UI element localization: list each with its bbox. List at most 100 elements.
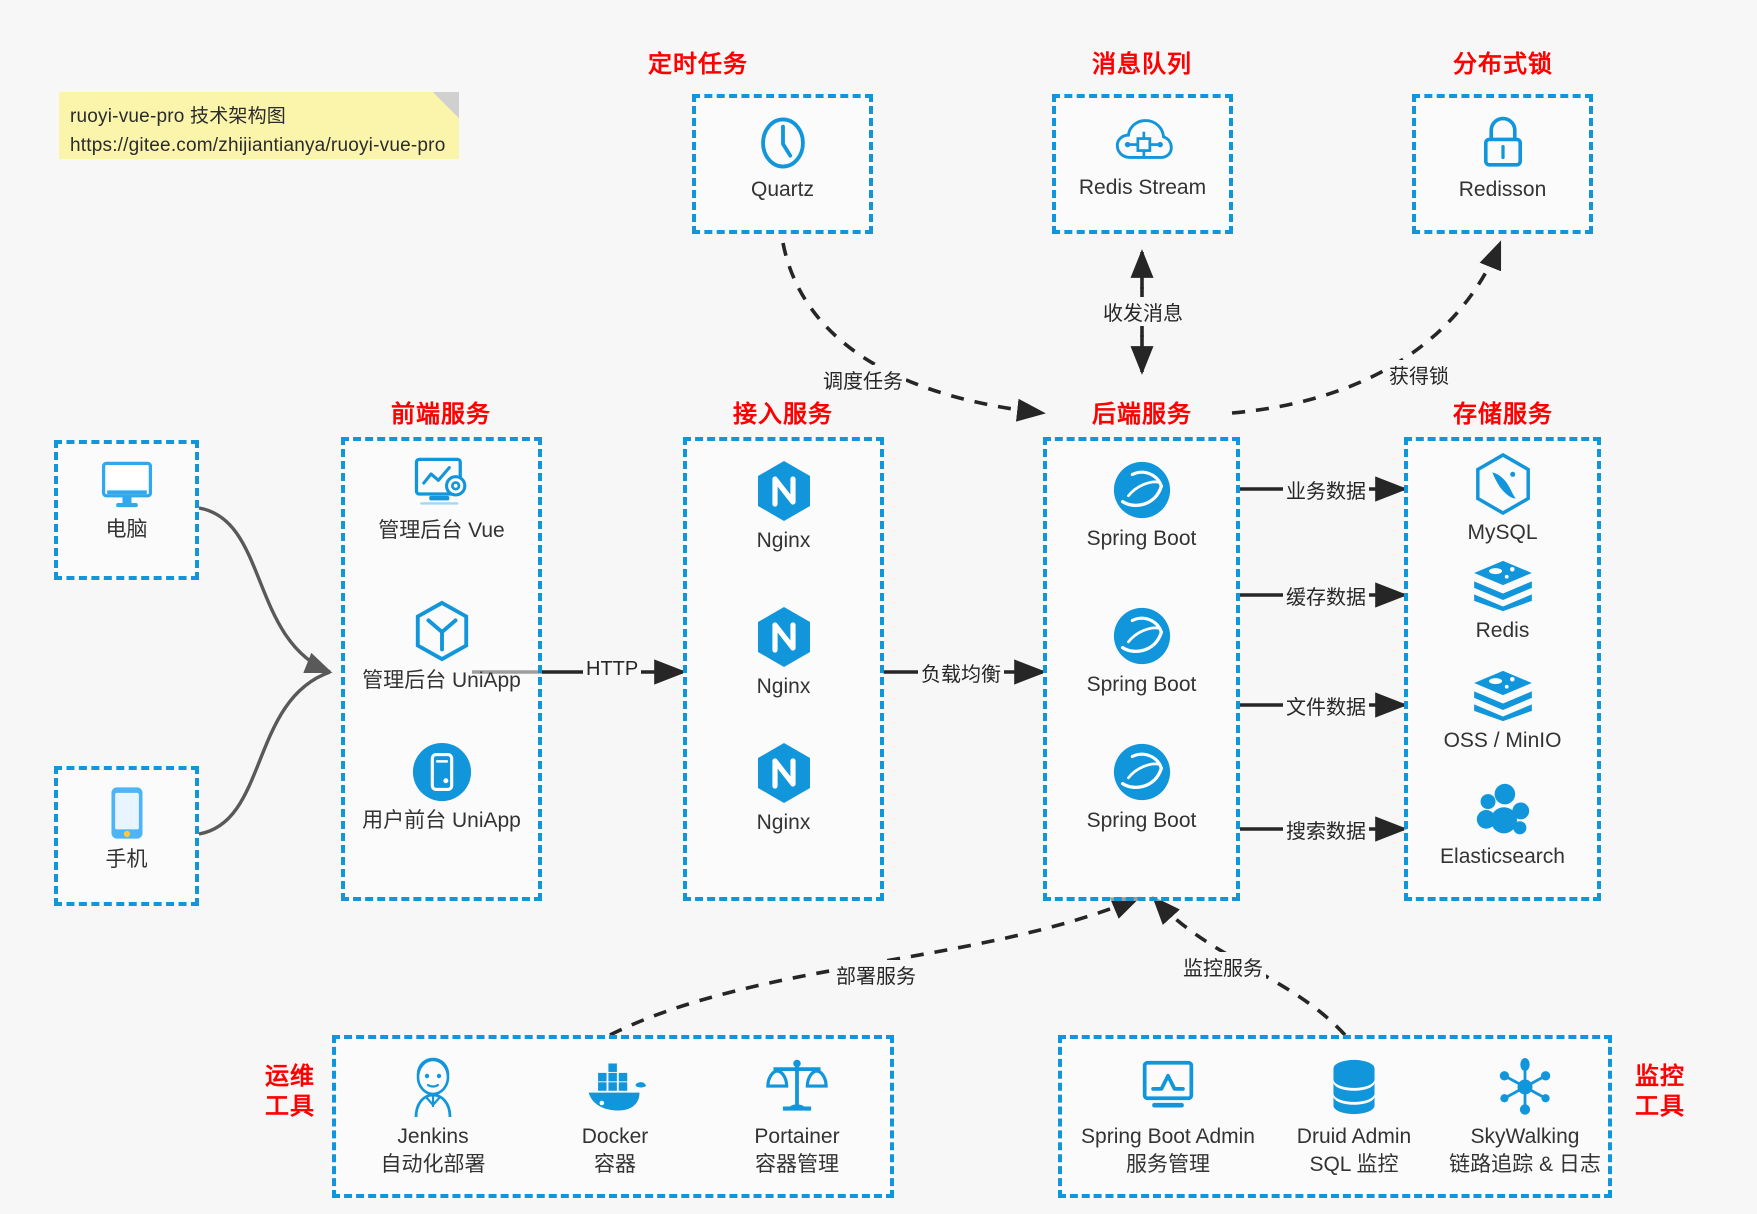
group-box-client-mobile: 手机 [54, 766, 199, 906]
database-icon [1266, 1055, 1442, 1119]
node-druid-admin[interactable]: Druid Admin SQL 监控 [1266, 1055, 1442, 1180]
hexagon-cube-icon [345, 599, 538, 663]
edge-label-http: HTTP [583, 658, 642, 681]
edge-label-monitor-service: 监控服务 [1180, 952, 1266, 981]
node-label: Druid Admin [1296, 1125, 1412, 1148]
edge-backend-to-storage-group [1240, 476, 1408, 842]
node-jenkins[interactable]: Jenkins 自动化部署 [348, 1055, 518, 1180]
group-title-devops-line2: 工具 [265, 1093, 315, 1120]
node-label: 用户前台 UniApp [362, 809, 521, 832]
node-sublabel: 容器管理 [755, 1153, 839, 1177]
node-sublabel: SQL 监控 [1309, 1153, 1399, 1177]
node-admin-vue[interactable]: 管理后台 Vue [345, 455, 538, 545]
node-quartz[interactable]: Quartz [696, 114, 869, 204]
node-redis[interactable]: Redis [1408, 559, 1597, 645]
group-title-lock: 分布式锁 [1453, 51, 1553, 78]
node-label: Nginx [756, 675, 811, 698]
jenkins-icon [348, 1055, 518, 1119]
group-box-frontend: 管理后台 Vue 管理后台 UniApp 用户前台 U [341, 437, 542, 901]
node-mysql[interactable]: MySQL [1408, 453, 1597, 547]
dashboard-gear-icon [345, 455, 538, 513]
node-label: Quartz [750, 178, 815, 201]
node-label: Elasticsearch [1440, 845, 1565, 868]
edge-label-cache-data: 缓存数据 [1283, 581, 1369, 610]
group-title-gateway: 接入服务 [733, 401, 833, 428]
node-spring-boot-2[interactable]: Spring Boot [1047, 605, 1236, 699]
node-desktop[interactable]: 电脑 [58, 458, 195, 544]
group-box-devops: Jenkins 自动化部署 Docker 容器 [332, 1035, 894, 1198]
node-skywalking[interactable]: SkyWalking 链路追踪 & 日志 [1436, 1055, 1614, 1180]
node-redisson[interactable]: Redisson [1416, 114, 1589, 204]
node-sublabel: 自动化部署 [380, 1153, 486, 1177]
group-box-gateway: Nginx Nginx Nginx [683, 437, 884, 901]
redis-icon [1408, 669, 1597, 723]
node-label: 电脑 [105, 518, 148, 541]
monitor-chart-icon [1068, 1055, 1268, 1119]
nginx-icon [687, 459, 880, 523]
mysql-icon [1408, 453, 1597, 515]
node-docker[interactable]: Docker 容器 [530, 1055, 700, 1180]
lock-icon [1416, 114, 1589, 172]
group-title-storage: 存储服务 [1453, 401, 1553, 428]
docker-icon [530, 1055, 700, 1119]
note-text: ruoyi-vue-pro 技术架构图 https://gitee.com/zh… [70, 102, 451, 161]
node-label: Redis Stream [1078, 176, 1207, 199]
node-label: Redisson [1458, 178, 1547, 201]
group-box-scheduler: Quartz [692, 94, 873, 234]
group-box-client-pc: 电脑 [54, 440, 199, 580]
node-oss-minio[interactable]: OSS / MinIO [1408, 669, 1597, 755]
node-nginx-1[interactable]: Nginx [687, 459, 880, 555]
note-fold-corner [433, 92, 459, 118]
clock-icon [696, 114, 869, 172]
group-title-backend: 后端服务 [1092, 401, 1192, 428]
node-label: Docker [581, 1125, 649, 1148]
note-line-2: https://gitee.com/zhijiantianya/ruoyi-vu… [70, 135, 446, 157]
node-portainer[interactable]: Portainer 容器管理 [712, 1055, 882, 1180]
edge-backend-to-lock [1231, 240, 1502, 415]
node-spring-boot-3[interactable]: Spring Boot [1047, 741, 1236, 835]
edge-label-search-data: 搜索数据 [1283, 815, 1369, 844]
nginx-icon [687, 605, 880, 669]
scales-icon [712, 1055, 882, 1119]
node-label: OSS / MinIO [1443, 729, 1562, 752]
group-title-scheduler: 定时任务 [648, 51, 748, 78]
edge-label-deploy-service: 部署服务 [833, 960, 919, 989]
group-title-monitor: 监控 工具 [1625, 1062, 1695, 1122]
node-nginx-2[interactable]: Nginx [687, 605, 880, 701]
node-mobile[interactable]: 手机 [58, 784, 195, 874]
edge-label-business-data: 业务数据 [1283, 475, 1369, 504]
node-label: Nginx [756, 811, 811, 834]
group-box-lock: Redisson [1412, 94, 1593, 234]
node-user-uniapp[interactable]: 用户前台 UniApp [345, 741, 538, 835]
edge-label-schedule-task: 调度任务 [820, 365, 906, 394]
node-label: 管理后台 UniApp [362, 669, 521, 692]
node-elasticsearch[interactable]: Elasticsearch [1408, 781, 1597, 871]
group-title-devops-line1: 运维 [265, 1063, 315, 1090]
node-sublabel: 链路追踪 & 日志 [1449, 1153, 1601, 1177]
node-nginx-3[interactable]: Nginx [687, 741, 880, 837]
node-admin-uniapp[interactable]: 管理后台 UniApp [345, 599, 538, 695]
node-sublabel: 容器 [594, 1153, 636, 1177]
elasticsearch-icon [1408, 781, 1597, 839]
mobile-circle-icon [345, 741, 538, 803]
group-title-frontend: 前端服务 [391, 401, 491, 428]
group-title-mq: 消息队列 [1092, 51, 1192, 78]
edge-label-file-data: 文件数据 [1283, 691, 1369, 720]
node-label: MySQL [1467, 521, 1538, 544]
node-label: Spring Boot [1086, 809, 1197, 832]
node-spring-boot-1[interactable]: Spring Boot [1047, 459, 1236, 553]
node-label: Spring Boot [1086, 673, 1197, 696]
cloud-stream-icon [1056, 114, 1229, 170]
node-label: Nginx [756, 529, 811, 552]
group-title-monitor-line1: 监控 [1635, 1063, 1685, 1090]
node-redis-stream[interactable]: Redis Stream [1056, 114, 1229, 202]
node-label: Spring Boot Admin [1081, 1125, 1255, 1148]
group-title-devops: 运维 工具 [255, 1062, 325, 1122]
nginx-icon [687, 741, 880, 805]
spring-boot-icon [1047, 741, 1236, 803]
node-sublabel: 服务管理 [1126, 1153, 1210, 1177]
node-label: Spring Boot [1086, 527, 1197, 550]
group-box-storage: MySQL Redis [1404, 437, 1601, 901]
node-spring-boot-admin[interactable]: Spring Boot Admin 服务管理 [1068, 1055, 1268, 1180]
node-label: 管理后台 Vue [378, 519, 505, 542]
